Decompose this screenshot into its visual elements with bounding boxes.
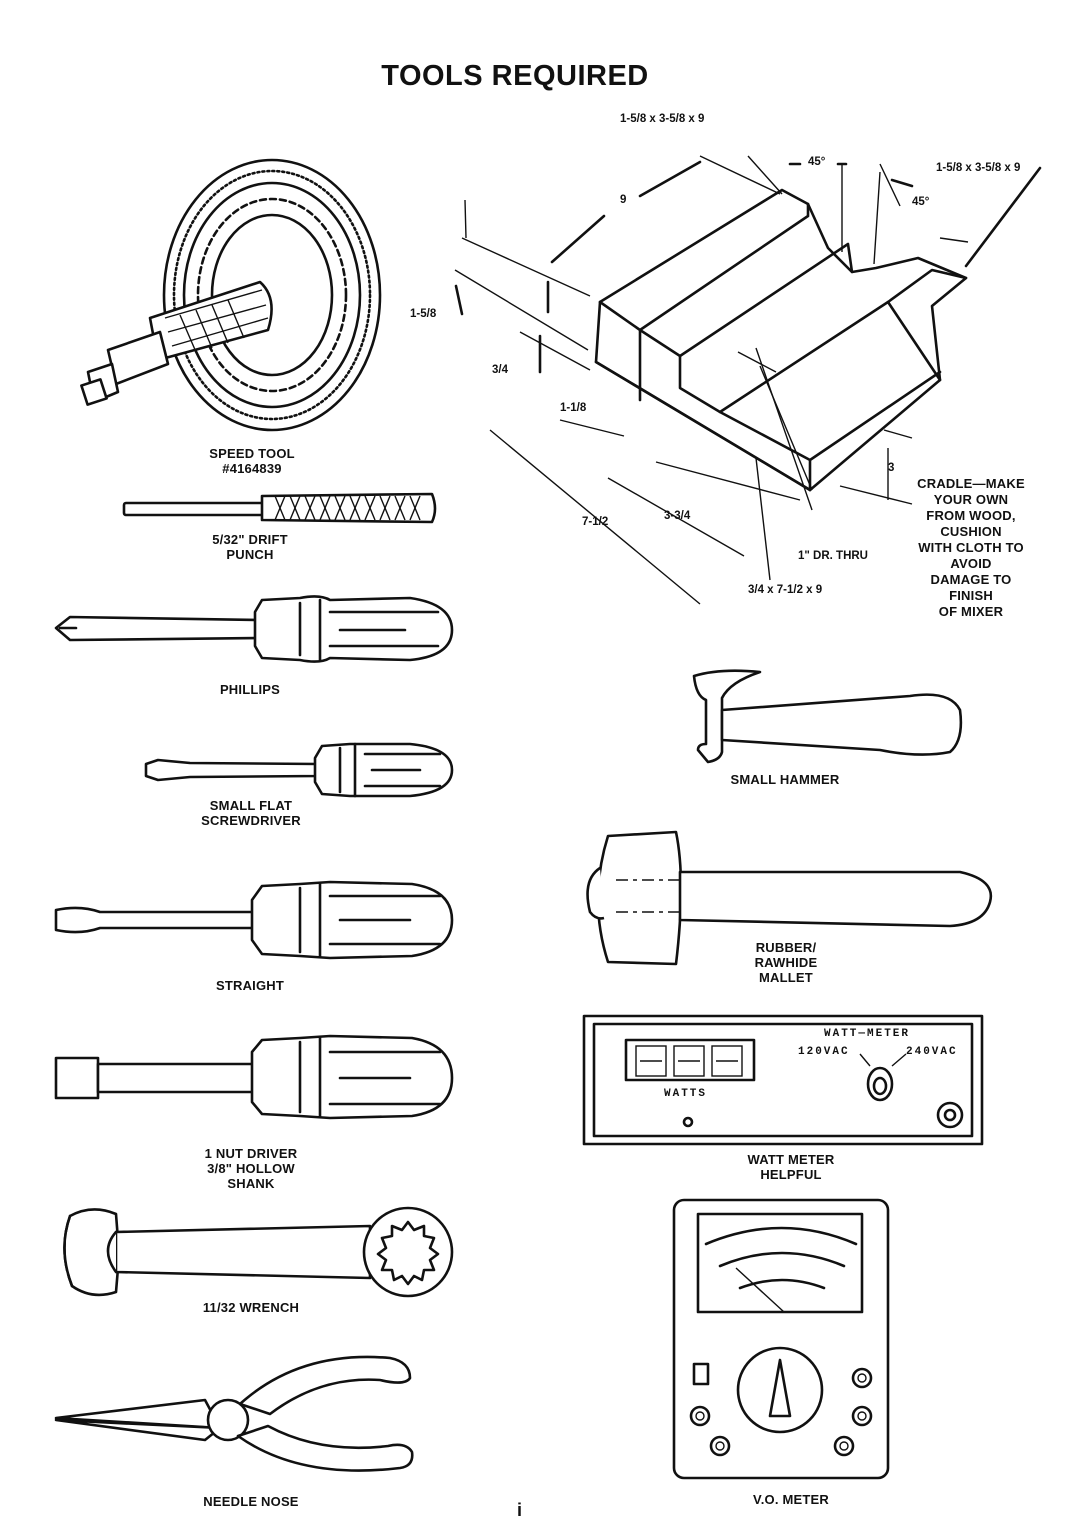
dim-angle-right: 45° xyxy=(912,196,930,208)
caption-watt-meter: WATT METER HELPFUL xyxy=(747,1152,835,1182)
page-title: TOOLS REQUIRED xyxy=(381,60,649,92)
watt-meter-unit: WATTS xyxy=(664,1088,708,1100)
watt-meter-120vac: 120VAC xyxy=(798,1046,850,1058)
speed-tool-drawing xyxy=(80,158,382,432)
caption-nut-driver: 1 NUT DRIVER 3/8" HOLLOW SHANK xyxy=(204,1146,298,1191)
caption-straight: STRAIGHT xyxy=(215,978,285,993)
dim-thickness: 3/4 xyxy=(492,364,508,376)
nut-driver-drawing xyxy=(54,1034,454,1120)
watt-meter-240vac: 240VAC xyxy=(906,1046,958,1058)
drift-punch-drawing xyxy=(122,492,437,524)
caption-cradle-note: CRADLE—MAKE YOUR OWN FROM WOOD, CUSHION … xyxy=(917,476,1025,619)
dim-mid-length: 3-3/4 xyxy=(664,510,691,522)
dim-height: 1-5/8 xyxy=(410,308,437,320)
caption-mallet: RUBBER/ RAWHIDE MALLET xyxy=(754,940,818,985)
dim-side: 3 xyxy=(888,462,895,474)
mallet-drawing xyxy=(586,830,993,966)
caption-needle-nose: NEEDLE NOSE xyxy=(203,1494,299,1509)
straight-drawing xyxy=(54,880,454,960)
caption-drift-punch: 5/32" DRIFT PUNCH xyxy=(212,532,288,562)
caption-phillips: PHILLIPS xyxy=(219,682,281,697)
caption-small-hammer: SMALL HAMMER xyxy=(730,772,840,787)
watt-meter-drawing xyxy=(582,1014,984,1146)
phillips-drawing xyxy=(54,595,454,663)
dim-length: 9 xyxy=(620,194,627,206)
caption-speed-tool: SPEED TOOL #4164839 xyxy=(209,446,295,476)
dim-offset: 1-1/8 xyxy=(560,402,587,414)
caption-vo-meter: V.O. METER xyxy=(753,1492,829,1507)
dim-base-length: 7-1/2 xyxy=(582,516,609,528)
page-number: i xyxy=(517,1500,523,1520)
caption-wrench: 11/32 WRENCH xyxy=(202,1300,300,1315)
dim-hole: 1" DR. THRU xyxy=(798,550,868,562)
dim-base: 3/4 x 7-1/2 x 9 xyxy=(748,584,823,596)
vo-meter-drawing xyxy=(672,1198,890,1480)
dim-angle-left: 45° xyxy=(808,156,826,168)
dim-top-right: 1-5/8 x 3-5/8 x 9 xyxy=(936,162,1021,174)
needle-nose-drawing xyxy=(54,1355,414,1472)
caption-small-flat: SMALL FLAT SCREWDRIVER xyxy=(201,798,301,828)
small-hammer-drawing xyxy=(692,669,963,764)
wrench-drawing xyxy=(63,1206,454,1298)
cradle-drawing xyxy=(454,155,1042,605)
dim-top-left: 1-5/8 x 3-5/8 x 9 xyxy=(620,113,705,125)
watt-meter-brand: WATT—METER xyxy=(824,1028,911,1040)
small-flat-drawing xyxy=(144,742,454,798)
